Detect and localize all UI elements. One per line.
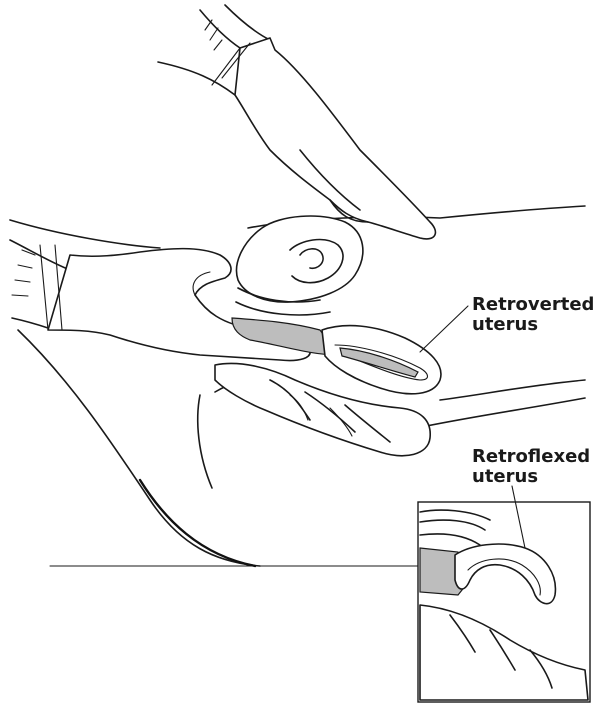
retroflexed-inset: [418, 486, 590, 702]
upper-gloved-hand: [158, 5, 435, 239]
retroverted-label-line1: Retroverted: [472, 294, 594, 315]
retroverted-leader-line: [420, 306, 468, 352]
retroflexed-label-line1: Retroflexed: [472, 446, 590, 467]
retroflexed-label-line2: uterus: [472, 466, 538, 487]
pelvic-anatomy-main: [215, 216, 441, 456]
bladder-outline: [237, 216, 363, 302]
retroverted-label-line2: uterus: [472, 314, 538, 335]
